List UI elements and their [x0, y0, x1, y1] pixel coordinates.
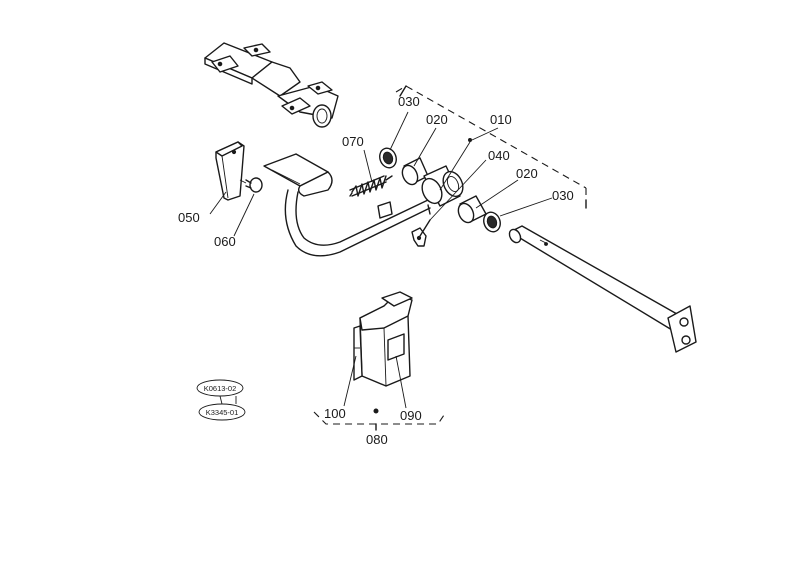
cross-shaft	[508, 225, 697, 353]
label-080: 080	[366, 432, 388, 447]
pedal	[263, 153, 431, 257]
code-top: K0613-02	[204, 384, 237, 393]
clip	[411, 219, 431, 247]
bolt	[239, 177, 263, 193]
label-020-right: 020	[516, 166, 538, 181]
code-bottom: K3345-01	[206, 408, 239, 417]
label-020-left: 020	[426, 112, 448, 127]
label-010: 010	[490, 112, 512, 127]
label-090: 090	[400, 408, 422, 423]
label-060: 060	[214, 234, 236, 249]
reference-codes: K0613-02 K3345-01	[196, 379, 246, 421]
assembly-frame-upper	[395, 85, 587, 209]
bushing-right	[457, 195, 487, 224]
label-030-left: 030	[398, 94, 420, 109]
label-030-right: 030	[552, 188, 574, 203]
assembly-frame-lower	[313, 411, 447, 431]
pedal-rubber	[353, 291, 413, 387]
collar-left	[379, 147, 397, 169]
mounting-bracket	[204, 42, 339, 128]
collar-right	[483, 211, 501, 233]
return-spring	[349, 175, 393, 197]
bushing-left	[401, 157, 429, 186]
label-040: 040	[488, 148, 510, 163]
stopper-plate	[215, 141, 245, 201]
label-100: 100	[324, 406, 346, 421]
part-labels: 030 020 010 040 020 030 070 050 060 100 …	[178, 94, 574, 447]
label-070: 070	[342, 134, 364, 149]
leader-lines	[209, 111, 553, 414]
label-050: 050	[178, 210, 200, 225]
